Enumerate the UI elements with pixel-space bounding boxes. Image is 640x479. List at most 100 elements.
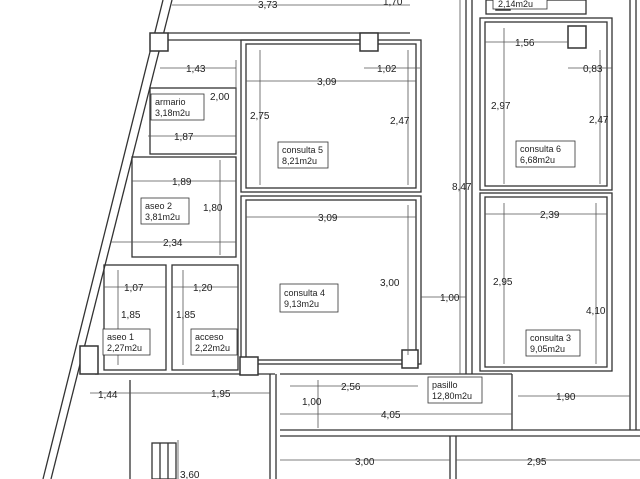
room-area: 8,21m2u — [282, 156, 317, 166]
wall-consulta-4 — [240, 195, 422, 365]
wall-consulta-3 — [479, 192, 613, 372]
dimension-value: 2,34 — [163, 238, 183, 249]
room-label-consulta-6: consulta 6 6,68m2u — [515, 140, 576, 168]
wall-consulta-4-inner — [245, 199, 417, 361]
room-label-box — [140, 197, 190, 225]
room-label-consulta-4: consulta 4 9,13m2u — [279, 283, 339, 313]
dimension-value: 1,87 — [174, 132, 194, 143]
wall-consulta-3-inner — [484, 196, 608, 368]
room-label-acceso: acceso 2,22m2u — [190, 328, 238, 356]
column — [79, 345, 99, 375]
room-label-box — [190, 328, 238, 356]
wall-acceso — [171, 264, 239, 371]
dimension-value: 1,85 — [121, 310, 141, 321]
room-label-aseo-2: aseo 2 3,81m2u — [140, 197, 190, 225]
room-name: armario — [155, 97, 186, 107]
room-label-box — [515, 140, 576, 168]
room-label-small: 2,14m2u — [492, 0, 548, 10]
dimension-value: 3,60 — [180, 470, 200, 479]
room-label-consulta-3: consulta 3 9,05m2u — [525, 329, 581, 357]
dimension-value: 1,89 — [172, 177, 192, 188]
dimension-value: 2,95 — [493, 277, 513, 288]
room-name: consulta 3 — [530, 333, 571, 343]
facade-wall-inner — [50, 0, 173, 479]
room-name: consulta 5 — [282, 145, 323, 155]
dimension-value: 2,00 — [210, 92, 230, 103]
room-label-box — [102, 328, 151, 356]
room-area: 2,27m2u — [107, 343, 142, 353]
column — [149, 32, 169, 52]
dimension-value: 3,09 — [317, 77, 337, 88]
room-name: acceso — [195, 332, 224, 342]
dimension-value: 1,56 — [515, 38, 535, 49]
wall-consulta-5 — [240, 39, 422, 193]
room-name: pasillo — [432, 380, 458, 390]
room-name: aseo 2 — [145, 201, 172, 211]
dimension-value: 1,07 — [124, 283, 144, 294]
dimension-values: 3,73 1,70 1,43 1,02 3,09 2,00 1,87 2,75 … — [98, 0, 609, 479]
dimension-value: 4,05 — [381, 410, 401, 421]
room-label-box — [279, 283, 339, 313]
room-name: consulta 4 — [284, 288, 325, 298]
walls — [42, 0, 640, 479]
room-label-box — [525, 329, 581, 357]
dimension-value: 2,56 — [341, 382, 361, 393]
dimension-value: 1,90 — [556, 392, 576, 403]
dimension-value: 4,10 — [586, 306, 606, 317]
room-area: 2,14m2u — [498, 0, 533, 9]
room-name: aseo 1 — [107, 332, 134, 342]
column — [239, 356, 259, 376]
room-label-box — [150, 93, 205, 121]
dimension-value: 1,00 — [440, 293, 460, 304]
dimension-value: 2,47 — [589, 115, 609, 126]
dimension-value: 2,75 — [250, 111, 270, 122]
dimension-value: 1,70 — [383, 0, 403, 8]
room-label-pasillo: pasillo 12,80m2u — [427, 376, 483, 404]
dimension-value: 1,02 — [377, 64, 397, 75]
room-area: 12,80m2u — [432, 391, 472, 401]
room-name: consulta 6 — [520, 144, 561, 154]
dimension-value: 3,00 — [380, 278, 400, 289]
wall-consulta-6-inner — [484, 21, 608, 187]
room-area: 9,05m2u — [530, 344, 565, 354]
dimension-value: 1,44 — [98, 390, 118, 401]
dimension-value: 1,95 — [211, 389, 231, 400]
room-label-box — [277, 141, 329, 169]
wall-aseo-2 — [131, 156, 237, 258]
column — [359, 32, 379, 52]
dimension-value: 1,00 — [302, 397, 322, 408]
room-area: 3,18m2u — [155, 108, 190, 118]
columns — [79, 0, 587, 376]
column — [567, 25, 587, 49]
wall-aseo-1 — [103, 264, 167, 371]
room-label-box — [492, 0, 548, 10]
stair — [151, 442, 177, 479]
room-label-box — [427, 376, 483, 404]
room-area: 3,81m2u — [145, 212, 180, 222]
dimension-value: 2,95 — [527, 457, 547, 468]
dimension-value: 0,83 — [583, 64, 603, 75]
room-area: 6,68m2u — [520, 155, 555, 165]
room-labels: armario 3,18m2u consulta 5 8,21m2u aseo … — [102, 0, 581, 404]
dimension-value: 2,39 — [540, 210, 560, 221]
room-label-aseo-1: aseo 1 2,27m2u — [102, 328, 151, 356]
dimension-lines — [90, 0, 640, 479]
dimension-value: 3,73 — [258, 0, 278, 11]
wall-consulta-5-inner — [245, 43, 417, 189]
room-area: 2,22m2u — [195, 343, 230, 353]
dimension-value: 1,80 — [203, 203, 223, 214]
dimension-value: 2,47 — [390, 116, 410, 127]
wall-small-room — [485, 0, 587, 15]
column — [401, 349, 419, 369]
dimension-value: 1,20 — [193, 283, 213, 294]
room-area: 9,13m2u — [284, 299, 319, 309]
room-label-consulta-5: consulta 5 8,21m2u — [277, 141, 329, 169]
facade-wall — [42, 0, 164, 479]
dimension-value: 8,47 — [452, 182, 472, 193]
dimension-value: 2,97 — [491, 101, 511, 112]
room-label-armario: armario 3,18m2u — [150, 93, 205, 121]
dimension-value: 3,00 — [355, 457, 375, 468]
wall-consulta-6 — [479, 17, 613, 191]
